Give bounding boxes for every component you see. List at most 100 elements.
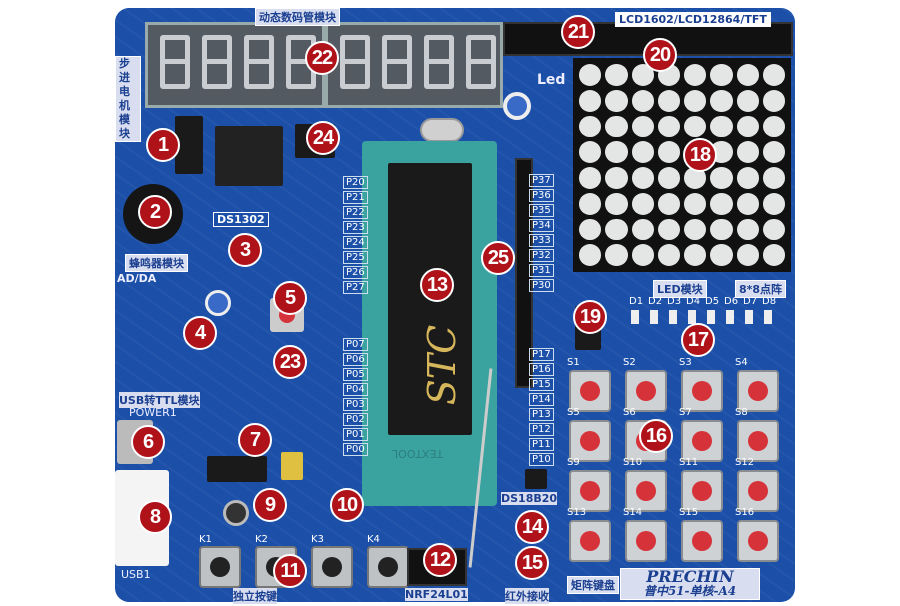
matrix-led: [736, 218, 759, 241]
keypad-key-label: S2: [623, 357, 636, 368]
led-label: D1: [629, 296, 644, 307]
keypad-key-label: S1: [567, 357, 580, 368]
pin-label: P02: [343, 413, 368, 426]
led-module-label: LED模块: [653, 280, 707, 298]
keypad-key-label: S10: [623, 457, 643, 468]
keypad-label: 矩阵键盘: [567, 576, 619, 594]
seven-segment-digit: [382, 35, 412, 89]
pin-label: P14: [529, 393, 554, 406]
matrix-led: [631, 115, 654, 138]
pin-label: P04: [343, 383, 368, 396]
mcu-logo: STC: [420, 324, 465, 406]
pin-label: P33: [529, 234, 554, 247]
keypad-key-label: S11: [679, 457, 699, 468]
matrix-led: [631, 218, 654, 241]
matrix-led: [736, 192, 759, 215]
potentiometer[interactable]: [205, 290, 231, 316]
pin-label: P26: [343, 266, 368, 279]
matrix-led: [657, 192, 680, 215]
matrix-led: [605, 192, 628, 215]
matrix-led: [657, 244, 680, 266]
matrix-led: [684, 218, 707, 241]
ch340-chip: [207, 456, 267, 482]
keypad-key-s15[interactable]: [681, 520, 723, 562]
callout-marker-23: 23: [273, 345, 307, 379]
matrix-led: [710, 167, 733, 189]
pin-label: P13: [529, 408, 554, 421]
keypad-key-s10[interactable]: [625, 470, 667, 512]
keypad-key-s7[interactable]: [681, 420, 723, 462]
keypad-key-s1[interactable]: [569, 370, 611, 412]
pin-label: P31: [529, 264, 554, 277]
matrix-led: [579, 141, 602, 163]
led: [745, 310, 753, 324]
buzzer-label: 蜂鸣器模块: [125, 254, 188, 272]
matrix-led: [762, 218, 785, 241]
matrix-led: [605, 167, 628, 189]
keypad-key-s3[interactable]: [681, 370, 723, 412]
jumper[interactable]: [281, 452, 303, 480]
callout-marker-7: 7: [238, 423, 272, 457]
brand-plate: PRECHIN 普中51-单核-A4: [620, 568, 760, 600]
keypad-key-s9[interactable]: [569, 470, 611, 512]
zif-socket[interactable]: STC TEXTOOL: [362, 141, 497, 506]
matrix-led: [579, 244, 602, 266]
callout-marker-17: 17: [681, 323, 715, 357]
ds18b20-sensor: [525, 469, 547, 489]
matrix-led: [631, 244, 654, 266]
independent-keys-label: 独立按键: [233, 588, 277, 604]
matrix-led: [631, 141, 654, 163]
pin-label: P17: [529, 348, 554, 361]
matrix-led: [762, 141, 785, 163]
matrix-led: [657, 89, 680, 112]
tft-header: [515, 158, 533, 388]
seven-segment-digit: [466, 35, 496, 89]
keypad-key-s4[interactable]: [737, 370, 779, 412]
keypad-key-s13[interactable]: [569, 520, 611, 562]
seven-segment-digit: [160, 35, 190, 89]
keypad-key-s2[interactable]: [625, 370, 667, 412]
pin-label: P35: [529, 204, 554, 217]
matrix-led: [762, 192, 785, 215]
keypad-key-s14[interactable]: [625, 520, 667, 562]
led-potentiometer[interactable]: [503, 92, 531, 120]
keypad-key-label: S3: [679, 357, 692, 368]
matrix-led: [684, 115, 707, 138]
matrix-led: [736, 64, 759, 86]
keypad-key-s12[interactable]: [737, 470, 779, 512]
seven-segment-digit: [244, 35, 274, 89]
independent-key-k4[interactable]: [367, 546, 409, 588]
callout-marker-18: 18: [683, 138, 717, 172]
matrix-led: [710, 89, 733, 112]
matrix-led: [631, 89, 654, 112]
callout-marker-19: 19: [573, 300, 607, 334]
callout-marker-3: 3: [228, 233, 262, 267]
callout-marker-20: 20: [643, 38, 677, 72]
keypad-key-label: S9: [567, 457, 580, 468]
keypad-key-s8[interactable]: [737, 420, 779, 462]
keypad-key-label: S8: [735, 407, 748, 418]
keypad-key-label: S16: [735, 507, 755, 518]
lcd-header-label: LCD1602/LCD12864/TFT: [615, 12, 771, 27]
matrix-led: [684, 64, 707, 86]
matrix-led: [631, 167, 654, 189]
seven-segment-display-right: [325, 22, 503, 108]
callout-marker-2: 2: [138, 195, 172, 229]
matrix-led: [605, 89, 628, 112]
keypad-key-s11[interactable]: [681, 470, 723, 512]
callout-marker-14: 14: [515, 510, 549, 544]
led-label: D6: [724, 296, 739, 307]
led-label: D3: [667, 296, 682, 307]
matrix-led: [605, 115, 628, 138]
keypad-key-s5[interactable]: [569, 420, 611, 462]
independent-key-k1[interactable]: [199, 546, 241, 588]
independent-key-k3[interactable]: [311, 546, 353, 588]
callout-marker-9: 9: [253, 488, 287, 522]
matrix-led: [631, 64, 654, 86]
socket-brand: TEXTOOL: [392, 447, 444, 460]
matrix-led: [710, 244, 733, 266]
independent-key-label: K4: [367, 534, 380, 545]
callout-marker-21: 21: [561, 15, 595, 49]
seg-module-label: 动态数码管模块: [255, 8, 340, 26]
keypad-key-s16[interactable]: [737, 520, 779, 562]
